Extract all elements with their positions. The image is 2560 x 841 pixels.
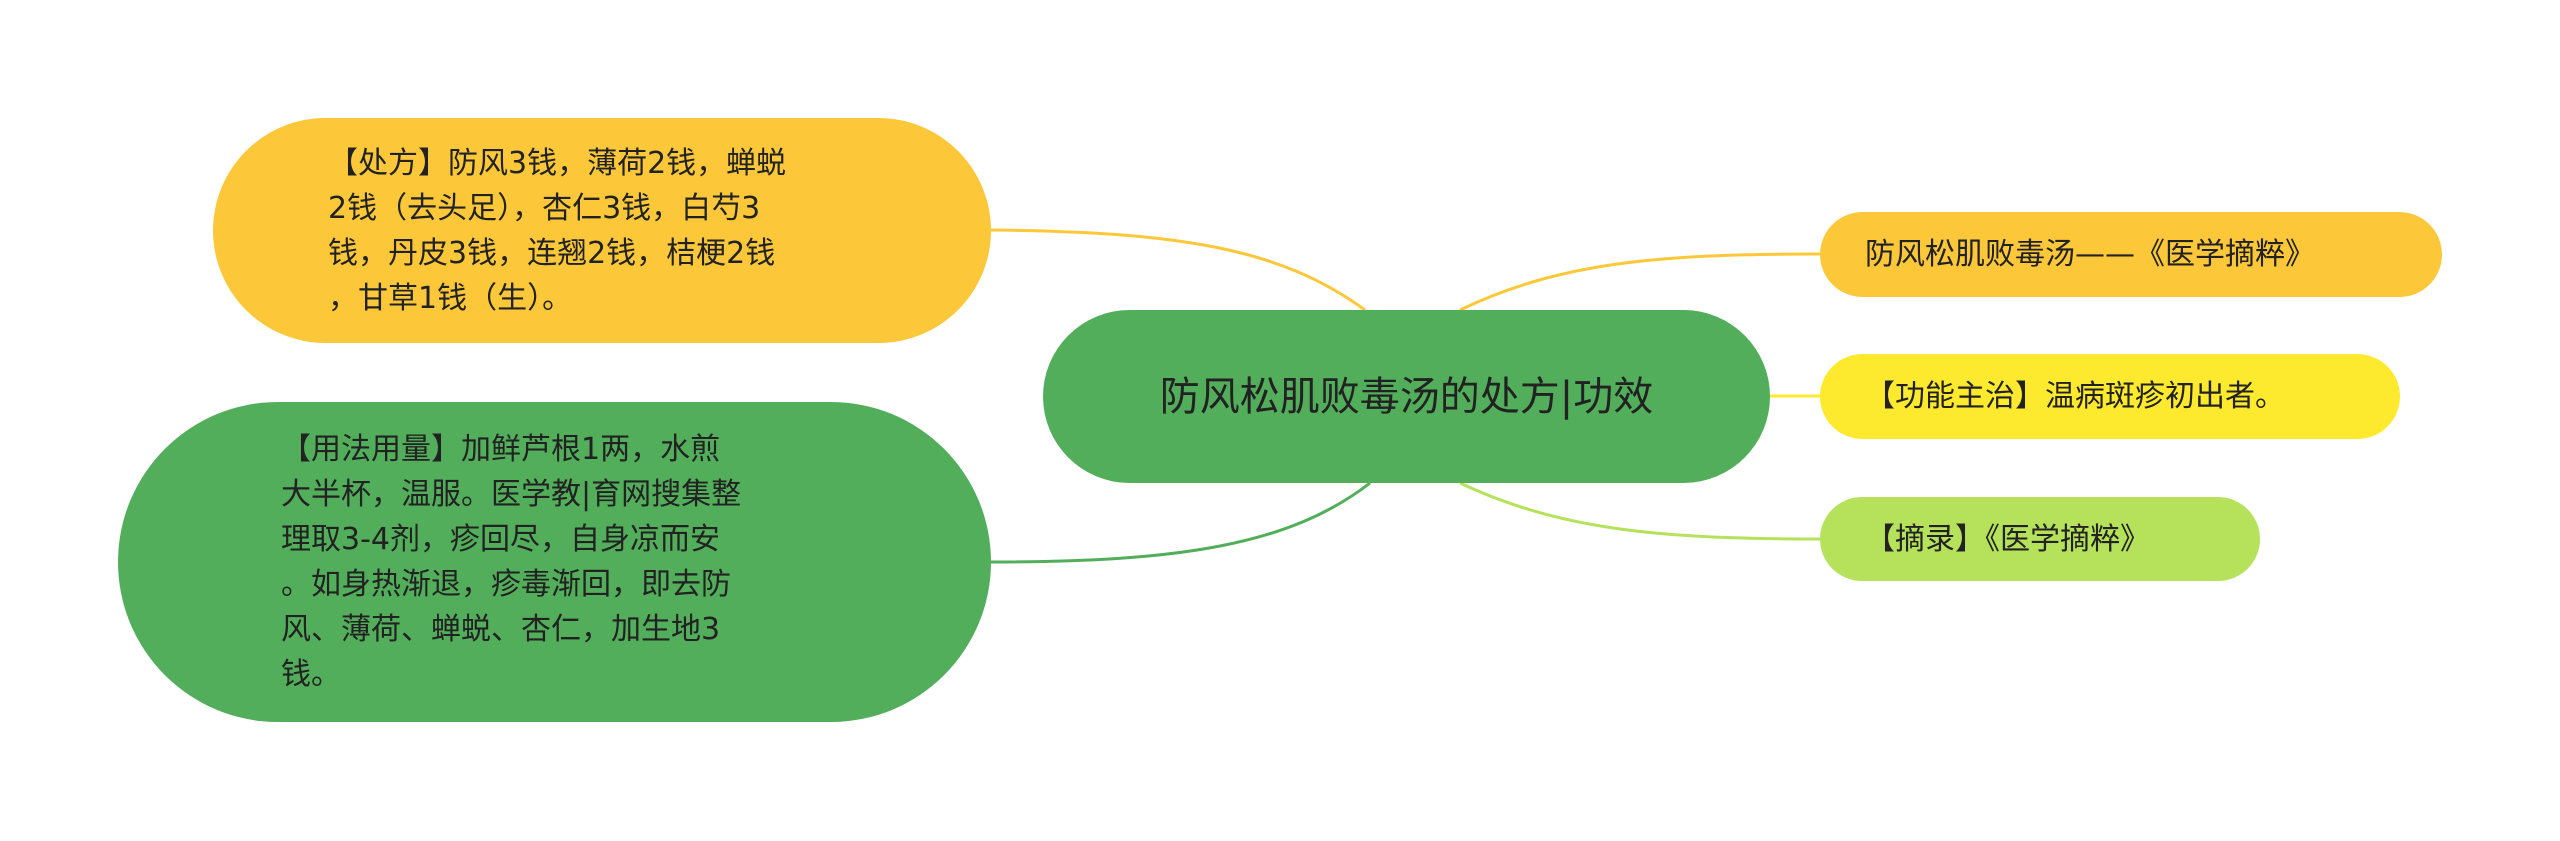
link-usage — [990, 481, 1371, 564]
link-excerpt — [1459, 481, 1821, 541]
title-source-node[interactable]: 防风松肌败毒汤——《医学摘粹》 — [1820, 212, 2442, 297]
usage-dosage-text: 【用法用量】加鲜芦根1两，水煎 大半杯，温服。医学教|育网搜集整 理取3-4剂，… — [281, 432, 742, 692]
center-topic-text: 防风松肌败毒汤的处方|功效 — [1159, 373, 1654, 420]
prescription-node[interactable]: 【处方】防风3钱，薄荷2钱，蝉蜕 2钱（去头足），杏仁3钱，白芍3 钱，丹皮3钱… — [213, 118, 991, 343]
function-indication-node[interactable]: 【功能主治】温病斑疹初出者。 — [1820, 354, 2400, 439]
function-indication-text: 【功能主治】温病斑疹初出者。 — [1865, 379, 2285, 414]
usage-dosage-node[interactable]: 【用法用量】加鲜芦根1两，水煎 大半杯，温服。医学教|育网搜集整 理取3-4剂，… — [118, 402, 991, 722]
link-title — [1459, 252, 1821, 312]
excerpt-text: 【摘录】《医学摘粹》 — [1865, 521, 2150, 557]
link-prescription — [990, 228, 1366, 312]
excerpt-node[interactable]: 【摘录】《医学摘粹》 — [1820, 497, 2260, 581]
title-source-text: 防风松肌败毒汤——《医学摘粹》 — [1865, 237, 2315, 272]
center-topic-node[interactable]: 防风松肌败毒汤的处方|功效 — [1043, 310, 1770, 483]
prescription-text: 【处方】防风3钱，薄荷2钱，蝉蜕 2钱（去头足），杏仁3钱，白芍3 钱，丹皮3钱… — [328, 145, 787, 316]
